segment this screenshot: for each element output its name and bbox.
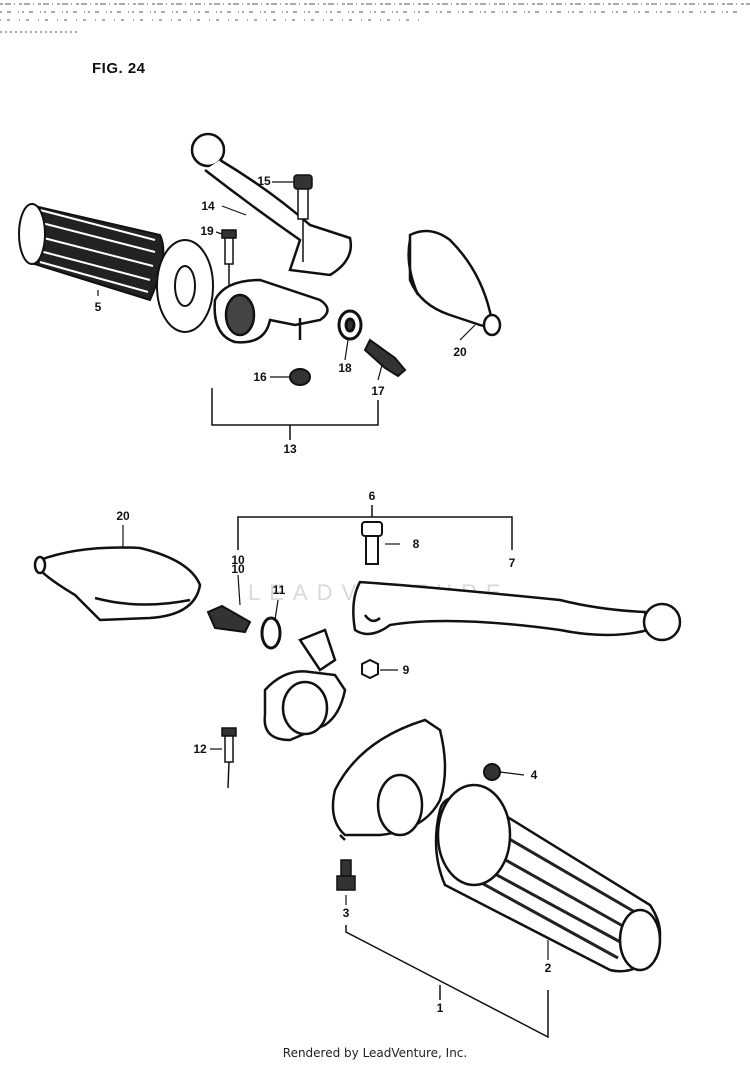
callout-12: 12 <box>193 742 207 756</box>
front-brake-lever <box>190 132 353 277</box>
cable-adjuster-cap <box>483 763 501 781</box>
callout-19: 19 <box>200 224 214 238</box>
pivot-bolt-lower <box>361 521 383 565</box>
mounting-screw-lower <box>221 727 237 789</box>
callout-17: 17 <box>371 384 385 398</box>
group-bracket-13 <box>211 388 379 440</box>
group-bracket-6 <box>237 505 513 550</box>
housing-screw <box>336 859 356 891</box>
callout-8: 8 <box>412 537 420 551</box>
lever-boot-upper <box>407 229 502 337</box>
callout-4: 4 <box>530 768 538 782</box>
callout-20-lower: 20 <box>116 509 130 523</box>
group-bracket-1 <box>345 925 549 1039</box>
left-grip <box>18 203 214 333</box>
throttle-housing <box>331 718 447 841</box>
callout-11: 11 <box>272 583 286 597</box>
callout-10-bracket: 10 <box>231 553 245 567</box>
figure-title: FIG. 24 <box>92 60 146 77</box>
callout-7: 7 <box>508 556 516 570</box>
clutch-lever <box>352 580 682 642</box>
mounting-screw-upper <box>221 229 237 290</box>
adjuster-bolt-lower <box>206 604 252 634</box>
footer-credit: Rendered by LeadVenture, Inc. <box>282 1046 468 1060</box>
callout-5: 5 <box>94 300 102 314</box>
lever-pivot-bolt <box>293 174 313 262</box>
callout-1: 1 <box>436 1001 444 1015</box>
nut-lower <box>361 658 379 680</box>
callout-9: 9 <box>402 663 410 677</box>
callout-20-upper: 20 <box>453 345 467 359</box>
callout-10: 10 <box>231 562 245 576</box>
callout-6: 6 <box>368 489 376 503</box>
callout-16: 16 <box>253 370 267 384</box>
leader-lines-upper <box>97 181 476 381</box>
washer <box>337 309 363 341</box>
adjuster-bolt <box>363 338 407 378</box>
leader-lines-lower <box>122 525 549 960</box>
throttle-grip <box>434 783 662 973</box>
callout-14: 14 <box>201 199 215 213</box>
callout-13: 13 <box>283 442 297 456</box>
nut-upper <box>289 368 311 386</box>
callout-3: 3 <box>342 906 350 920</box>
scan-noise <box>0 3 750 33</box>
callout-2: 2 <box>544 961 552 975</box>
callout-15: 15 <box>257 174 271 188</box>
lever-bracket <box>213 278 329 344</box>
lever-bracket-lower <box>263 628 347 742</box>
callout-18: 18 <box>338 361 352 375</box>
lever-boot-lower <box>33 546 202 622</box>
washer-lower <box>260 616 282 650</box>
